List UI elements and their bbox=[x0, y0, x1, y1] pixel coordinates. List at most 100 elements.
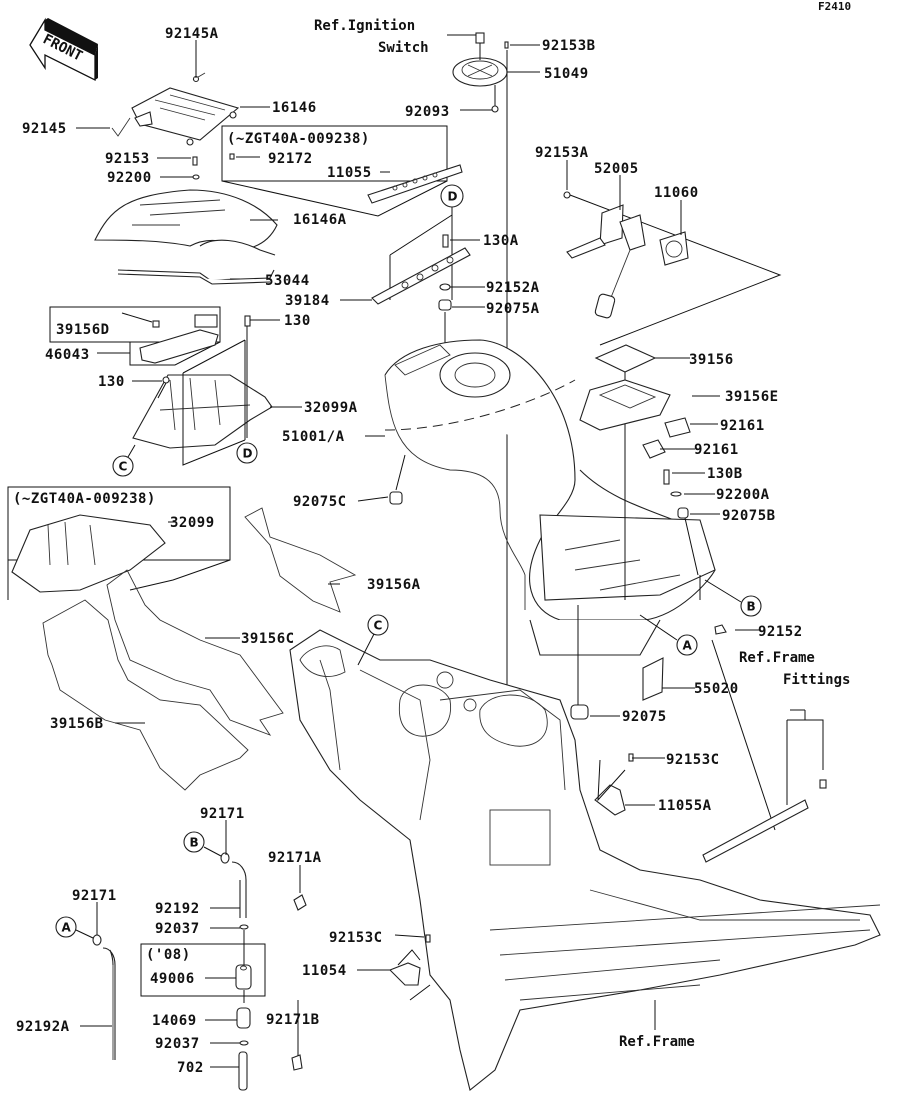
serial-note-left: (~ZGT40A-009238) bbox=[13, 491, 156, 507]
part-130-bolt-top bbox=[244, 315, 251, 327]
part-702-hose bbox=[238, 1051, 248, 1091]
part-11055A-bracket bbox=[594, 784, 626, 816]
part-92152A-collar bbox=[439, 283, 451, 291]
label-92037-top[interactable]: 92037 bbox=[155, 921, 200, 937]
label-92152[interactable]: 92152 bbox=[758, 624, 803, 640]
label-92093[interactable]: 92093 bbox=[405, 104, 450, 120]
label-92153a[interactable]: 92153A bbox=[535, 145, 589, 161]
label-11060[interactable]: 11060 bbox=[654, 185, 699, 201]
label-92153[interactable]: 92153 bbox=[105, 151, 150, 167]
label-39184[interactable]: 39184 bbox=[285, 293, 330, 309]
part-92153-screw bbox=[192, 156, 198, 166]
label-14069[interactable]: 14069 bbox=[152, 1013, 197, 1029]
part-49006-filter bbox=[235, 964, 252, 990]
part-11055-bracket bbox=[367, 164, 463, 204]
label-92153b[interactable]: 92153B bbox=[542, 38, 596, 54]
label-32099[interactable]: 32099 bbox=[170, 515, 215, 531]
label-92192[interactable]: 92192 bbox=[155, 901, 200, 917]
label-51001a[interactable]: 51001/A bbox=[282, 429, 345, 445]
part-11060-gasket bbox=[659, 231, 689, 266]
label-130-left[interactable]: 130 bbox=[98, 374, 125, 390]
label-92152a[interactable]: 92152A bbox=[486, 280, 540, 296]
part-55020-label bbox=[642, 657, 664, 701]
label-92075a[interactable]: 92075A bbox=[486, 301, 540, 317]
label-08[interactable]: ('08) bbox=[146, 947, 191, 963]
part-92200-washer bbox=[192, 174, 200, 180]
label-49006[interactable]: 49006 bbox=[150, 971, 195, 987]
svg-text:D: D bbox=[448, 190, 458, 204]
svg-text:C: C bbox=[374, 619, 383, 633]
label-32099a[interactable]: 32099A bbox=[304, 400, 358, 416]
label-92171-b[interactable]: 92171 bbox=[200, 806, 245, 822]
part-32099A-tray bbox=[132, 374, 273, 449]
callout-c-frame: C bbox=[357, 614, 389, 666]
ref-ignition-line2: Switch bbox=[378, 40, 429, 56]
label-39156e[interactable]: 39156E bbox=[725, 389, 779, 405]
label-39156d[interactable]: 39156D bbox=[56, 322, 110, 338]
callout-d-top: D bbox=[440, 184, 464, 208]
label-92172[interactable]: 92172 bbox=[268, 151, 313, 167]
label-92075c[interactable]: 92075C bbox=[293, 494, 347, 510]
box-08 bbox=[140, 943, 266, 997]
part-92161-rubber-a bbox=[664, 417, 691, 438]
label-130a[interactable]: 130A bbox=[483, 233, 519, 249]
label-92145a[interactable]: 92145A bbox=[165, 26, 219, 42]
part-92153B-screw bbox=[504, 41, 509, 49]
part-92075-damper bbox=[570, 704, 589, 720]
part-39184-bracket bbox=[371, 247, 471, 305]
label-130-top[interactable]: 130 bbox=[284, 313, 311, 329]
part-39156A-pad bbox=[244, 507, 357, 613]
label-92037-bot[interactable]: 92037 bbox=[155, 1036, 200, 1052]
svg-text:B: B bbox=[190, 836, 199, 850]
label-11054[interactable]: 11054 bbox=[302, 963, 347, 979]
label-92161-b[interactable]: 92161 bbox=[694, 442, 739, 458]
callout-d-tray: D bbox=[236, 442, 258, 464]
part-14069-filter bbox=[236, 1007, 251, 1029]
label-16146[interactable]: 16146 bbox=[272, 100, 317, 116]
label-39156a[interactable]: 39156A bbox=[367, 577, 421, 593]
label-92161-a[interactable]: 92161 bbox=[720, 418, 765, 434]
part-92093-nut bbox=[491, 105, 499, 113]
label-11055[interactable]: 11055 bbox=[327, 165, 372, 181]
part-92075A-damper bbox=[438, 299, 452, 311]
label-16146a[interactable]: 16146A bbox=[293, 212, 347, 228]
part-92145-wire bbox=[111, 117, 131, 137]
label-92075b[interactable]: 92075B bbox=[722, 508, 776, 524]
label-51049[interactable]: 51049 bbox=[544, 66, 589, 82]
label-52005[interactable]: 52005 bbox=[594, 161, 639, 177]
label-39156b[interactable]: 39156B bbox=[50, 716, 104, 732]
label-92171a[interactable]: 92171A bbox=[268, 850, 322, 866]
part-frame-fitting-bolt bbox=[819, 779, 827, 789]
part-51001A-fuel-tank bbox=[384, 339, 716, 656]
label-92145[interactable]: 92145 bbox=[22, 121, 67, 137]
label-39156c[interactable]: 39156C bbox=[241, 631, 295, 647]
part-39156B-pad bbox=[42, 599, 249, 791]
part-92192-hose bbox=[231, 861, 247, 918]
label-39156[interactable]: 39156 bbox=[689, 352, 734, 368]
label-92200a[interactable]: 92200A bbox=[716, 487, 770, 503]
label-92153c-top[interactable]: 92153C bbox=[666, 752, 720, 768]
part-130B-bolt bbox=[663, 469, 670, 485]
label-92192a[interactable]: 92192A bbox=[16, 1019, 70, 1035]
label-92171-a[interactable]: 92171 bbox=[72, 888, 117, 904]
part-92037-clip-bot bbox=[239, 1040, 249, 1046]
label-702[interactable]: 702 bbox=[177, 1060, 204, 1076]
label-53044[interactable]: 53044 bbox=[265, 273, 310, 289]
label-46043[interactable]: 46043 bbox=[45, 347, 90, 363]
part-labels: 92145A 16146 92145 92153 92200 16146A 53… bbox=[16, 26, 803, 1076]
callout-b-hose: B bbox=[183, 831, 222, 857]
label-92153c-bot[interactable]: 92153C bbox=[329, 930, 383, 946]
label-92171b[interactable]: 92171B bbox=[266, 1012, 320, 1028]
label-130b[interactable]: 130B bbox=[707, 466, 743, 482]
label-92075[interactable]: 92075 bbox=[622, 709, 667, 725]
label-55020[interactable]: 55020 bbox=[694, 681, 739, 697]
part-16146-seat-cover bbox=[131, 87, 240, 146]
label-11055a[interactable]: 11055A bbox=[658, 798, 712, 814]
front-arrow-icon: FRONT bbox=[29, 17, 98, 82]
part-92075B-damper bbox=[677, 507, 689, 519]
callout-a-hose: A bbox=[55, 916, 94, 939]
callout-a-tank: A bbox=[639, 614, 698, 656]
label-92200[interactable]: 92200 bbox=[107, 170, 152, 186]
